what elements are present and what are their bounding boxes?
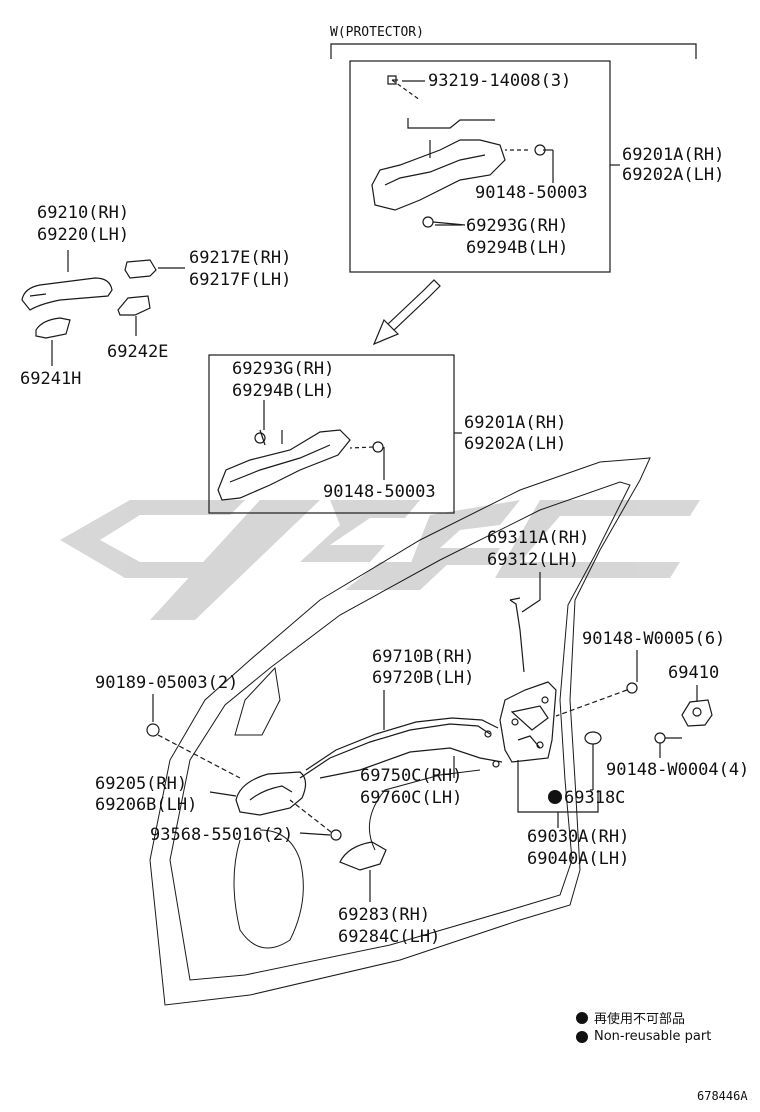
part-pad-69242: 69242E xyxy=(107,342,169,362)
part-lock-rh: 69030A(RH) xyxy=(527,827,630,847)
door-outline-sketch xyxy=(149,457,651,1006)
part-inside-handle-lh: 69206B(LH) xyxy=(95,795,198,815)
part-cap-top-rh: 69293G(RH) xyxy=(466,216,569,236)
clip-sketch xyxy=(146,723,160,737)
legend-en-text: Non-reusable part xyxy=(594,1029,712,1044)
part-inside-handle-rh: 69205(RH) xyxy=(95,774,188,794)
watermark-logo xyxy=(60,500,700,620)
screw-w0004-sketch xyxy=(654,732,666,744)
legend-en: Non-reusable part xyxy=(576,1029,711,1044)
part-seal-69318: 69318C xyxy=(548,787,625,809)
bezel-sketch xyxy=(339,841,387,871)
part-cap-mid-rh: 69293G(RH) xyxy=(232,359,335,379)
inside-handle-sketch xyxy=(235,771,307,816)
part-screw-93568: 93568-55016(2) xyxy=(150,825,294,845)
part-rod-rh: 69311A(RH) xyxy=(487,528,590,548)
part-handle-frame-mid-rh: 69201A(RH) xyxy=(464,413,567,433)
rod-sketch xyxy=(509,597,525,673)
part-screw-w0005: 90148-W0005(6) xyxy=(582,629,726,649)
part-cable-rh: 69710B(RH) xyxy=(372,647,475,667)
legend-dot-icon xyxy=(576,1030,588,1043)
top-assembly-box xyxy=(349,60,611,273)
striker-sketch xyxy=(681,699,713,727)
part-cable2-rh: 69750C(RH) xyxy=(360,766,463,786)
part-cable-lh: 69720B(LH) xyxy=(372,668,475,688)
screw-93568-dashed xyxy=(289,799,332,833)
leader xyxy=(299,832,331,836)
part-pad-69241: 69241H xyxy=(20,369,82,389)
part-cover-rh: 69217E(RH) xyxy=(189,248,292,268)
part-screw-w0004: 90148-W0004(4) xyxy=(606,760,750,780)
screw-93568-sketch xyxy=(330,829,342,841)
leader xyxy=(209,791,237,797)
screw-leader-dashed xyxy=(555,689,628,717)
non-reusable-dot-icon xyxy=(548,790,562,804)
part-cover-lh: 69217F(LH) xyxy=(189,270,292,290)
mid-handle-frame-sketch xyxy=(217,429,384,501)
outside-handle-sketch xyxy=(21,259,157,339)
part-lock-lh: 69040A(LH) xyxy=(527,849,630,869)
seal-sketch xyxy=(584,731,602,745)
part-handle-frame-top-rh: 69201A(RH) xyxy=(622,145,725,165)
legend-jp-text: 再使用不可部品 xyxy=(594,1012,686,1027)
part-striker: 69410 xyxy=(668,663,720,683)
direction-arrow xyxy=(372,279,441,346)
clip-leader-dashed xyxy=(157,734,241,779)
part-rod-lh: 69312(LH) xyxy=(487,550,580,570)
legend-dot-icon xyxy=(576,1011,588,1024)
door-lock-sketch xyxy=(499,681,557,763)
part-handle-frame-top-lh: 69202A(LH) xyxy=(622,165,725,185)
screw-w0005-sketch xyxy=(626,682,638,694)
protector-bracket xyxy=(330,43,697,59)
part-bolt-90148-top: 90148-50003 xyxy=(475,183,588,203)
part-seal-69318-text: 69318C xyxy=(564,788,626,808)
part-handle-frame-mid-lh: 69202A(LH) xyxy=(464,434,567,454)
part-cap-mid-lh: 69294B(LH) xyxy=(232,381,335,401)
part-clip-90189: 90189-05003(2) xyxy=(95,673,239,693)
protector-label: W(PROTECTOR) xyxy=(330,25,424,40)
part-cable2-lh: 69760C(LH) xyxy=(360,788,463,808)
diagram-id: 678446A xyxy=(697,1089,748,1103)
leader xyxy=(521,599,541,613)
mid-assembly-box xyxy=(208,354,455,514)
cable-sketch xyxy=(299,717,503,779)
top-handle-frame-sketch xyxy=(371,75,546,228)
part-outside-handle-rh: 69210(RH) xyxy=(37,203,130,223)
legend-jp: 再使用不可部品 xyxy=(576,1008,685,1027)
part-bolt-90148-mid: 90148-50003 xyxy=(323,482,436,502)
part-outside-handle-lh: 69220(LH) xyxy=(37,225,130,245)
part-cap-top-lh: 69294B(LH) xyxy=(466,238,569,258)
part-screw-93219: 93219-14008(3) xyxy=(428,71,572,91)
part-bezel-rh: 69283(RH) xyxy=(338,905,431,925)
part-bezel-lh: 69284C(LH) xyxy=(338,927,441,947)
